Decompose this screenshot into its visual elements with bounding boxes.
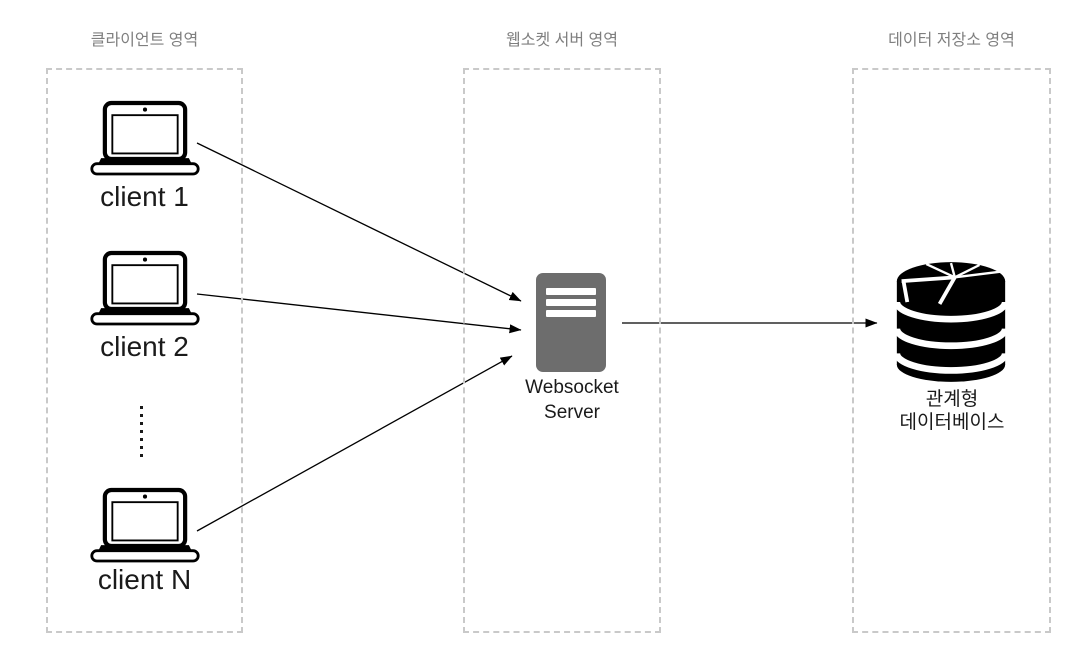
vertical-ellipsis-icon bbox=[140, 406, 143, 457]
server-slot-bar bbox=[546, 310, 596, 317]
database-label: 관계형 데이터베이스 bbox=[862, 388, 1042, 434]
server-slot-bar bbox=[546, 299, 596, 306]
zone-title-data-storage: 데이터 저장소 영역 bbox=[888, 32, 1015, 49]
zone-title-websocket-server: 웹소켓 서버 영역 bbox=[506, 32, 618, 49]
client-2-label: client 2 bbox=[100, 331, 189, 362]
zone-box-data-storage bbox=[852, 68, 1051, 633]
zone-box-websocket-server bbox=[463, 68, 661, 633]
laptop-icon bbox=[90, 487, 200, 563]
client-1-label: client 1 bbox=[100, 181, 189, 212]
database-label-line1: 관계형 bbox=[925, 389, 979, 410]
server-icon bbox=[536, 273, 606, 372]
server-label: Websocket Server bbox=[497, 375, 647, 425]
client-n-label: client N bbox=[97, 564, 192, 595]
laptop-icon bbox=[90, 100, 200, 176]
server-label-line2: Server bbox=[544, 402, 600, 423]
zone-box-clients bbox=[46, 68, 243, 633]
zone-title-clients: 클라이언트 영역 bbox=[90, 32, 199, 49]
database-icon bbox=[894, 262, 1008, 382]
server-label-line1: Websocket bbox=[525, 377, 619, 398]
database-label-line2: 데이터베이스 bbox=[899, 412, 1005, 433]
server-slot-bar bbox=[546, 288, 596, 295]
laptop-icon bbox=[90, 250, 200, 326]
